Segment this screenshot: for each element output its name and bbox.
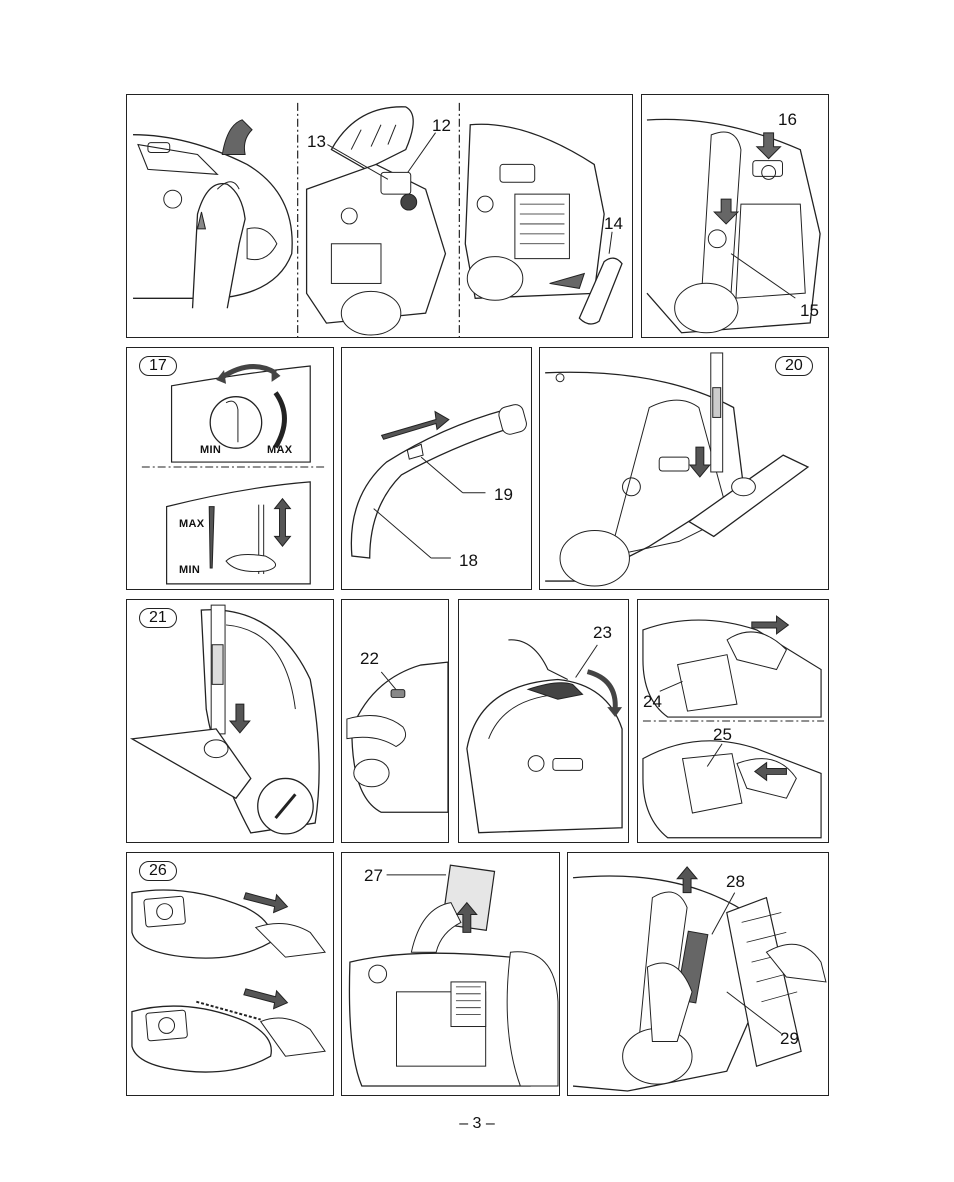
- figure-tag-26: 26: [139, 861, 177, 881]
- figure-panel-22: 22: [341, 599, 449, 843]
- callout-27: 27: [364, 866, 383, 885]
- callout-24: 24: [643, 692, 662, 711]
- dust-bag-illustration: [642, 615, 825, 839]
- dial-max-label: MAX: [267, 444, 293, 456]
- figure-panel-27: 27: [341, 852, 560, 1096]
- upright-storage-illustration: [129, 604, 320, 835]
- figure-panel-17: 17 MIN MAX MAX MIN: [126, 347, 334, 590]
- callout-12: 12: [432, 116, 451, 135]
- figure-panel-28-29: 28 29: [567, 852, 829, 1096]
- callout-18: 18: [459, 551, 478, 570]
- callout-22: 22: [360, 649, 379, 668]
- vacuum-illustration-15-16: [646, 118, 821, 334]
- figure-tag-17: 17: [139, 356, 177, 376]
- slider-max-label: MAX: [179, 518, 205, 530]
- callout-19: 19: [494, 485, 513, 504]
- carry-handle-illustration: [346, 661, 448, 813]
- callout-29: 29: [780, 1029, 799, 1048]
- figure-panel-21: 21: [126, 599, 334, 843]
- lid-release-illustration: [466, 639, 623, 834]
- callout-25: 25: [713, 725, 732, 744]
- vacuum-illustration-12-14: [133, 102, 623, 337]
- callout-13: 13: [307, 132, 326, 151]
- callout-15: 15: [800, 301, 819, 320]
- hose-handle-illustration: [350, 404, 527, 559]
- callout-23: 23: [593, 623, 612, 642]
- figure-tag-20: 20: [775, 356, 813, 376]
- callout-16: 16: [778, 110, 797, 129]
- bag-closing-illustration: [131, 889, 326, 1073]
- callout-28: 28: [726, 872, 745, 891]
- figure-panel-12-14: 13 12 14: [126, 94, 633, 338]
- dial-min-label: MIN: [200, 444, 222, 456]
- page-number: – 3 –: [459, 1115, 495, 1132]
- figure-panel-26: 26: [126, 852, 334, 1096]
- figure-panel-24-25: 24 25: [637, 599, 829, 843]
- figure-panel-18-19: 19 18: [341, 347, 532, 590]
- figure-tag-21: 21: [139, 608, 177, 628]
- figure-panel-20: 20: [539, 347, 829, 590]
- filter-removal-illustration: [348, 864, 559, 1087]
- exhaust-filter-illustration: [572, 866, 827, 1092]
- power-control-illustration: [141, 364, 326, 585]
- figure-panel-23: 23: [458, 599, 629, 843]
- slider-min-label: MIN: [179, 564, 201, 576]
- figure-panel-15-16: 16 15: [641, 94, 829, 338]
- tube-storage-illustration: [545, 352, 810, 587]
- callout-14: 14: [604, 214, 623, 233]
